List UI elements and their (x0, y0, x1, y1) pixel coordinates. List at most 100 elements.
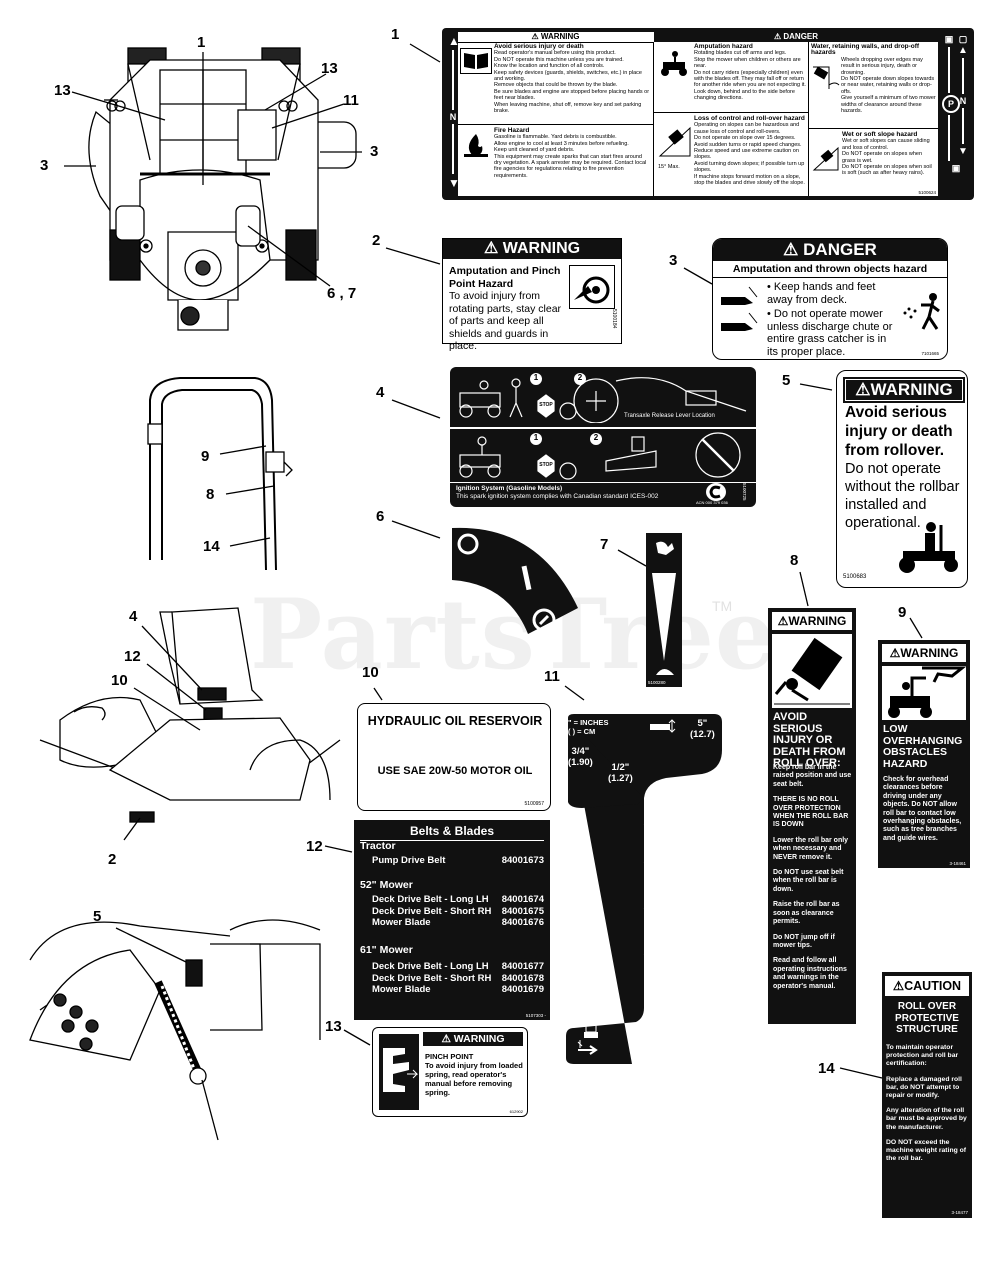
callout-12-decal: 12 (306, 838, 323, 855)
decal-9-body: Check for overhead clearances before dri… (883, 776, 962, 842)
decal-8-paragraph: Read and follow all operating instructio… (773, 957, 847, 990)
decal-7-throttle-strip: 5100280 (646, 533, 682, 687)
decal-13-header: ⚠ WARNING (423, 1032, 523, 1046)
callout-1-decal: 1 (391, 26, 400, 43)
water-item: Give yourself a minimum of two mower wid… (841, 95, 936, 115)
height-2: 2"(5.1) (650, 934, 670, 956)
callout-2-decal: 2 (372, 232, 381, 249)
mower-front-view-illustration (88, 47, 357, 331)
avoid-item: Keep safety devices (guards, shields, sw… (494, 69, 642, 83)
decal-5-header: ⚠WARNING (843, 377, 965, 403)
decal-14-part-number: 3-18477 (951, 1210, 968, 1215)
c-tick-logo (706, 483, 726, 501)
decal-8-paragraph: Lower the roll bar only when necessary a… (773, 836, 849, 861)
decal-2-body: To avoid injury from rotating parts, sta… (449, 290, 562, 352)
amputation-item: Look down, behind and to the side before… (694, 88, 795, 102)
decal-1-amputation-block: Amputation hazard Rotating blades cut of… (694, 43, 806, 102)
decal-3-list: • Keep hands and feet away from deck. • … (767, 281, 897, 358)
amputation-item: Do not carry riders (especially children… (694, 69, 806, 89)
thrown-object-person-icon (899, 289, 945, 335)
belt-pinch-icon (569, 265, 615, 309)
wet-slope-icon (812, 140, 840, 172)
water-item: Do NOT operate down slopes towards or ne… (841, 76, 935, 95)
decal-13-part-number: 612902 (509, 1109, 523, 1114)
decal-4-transaxle-release: 1 2 STOP Transaxle Release Lever Locatio… (450, 367, 756, 507)
loss-item: Avoid sudden turns or rapid speed change… (694, 141, 802, 148)
height-1-2: 1/2"(1.27) (608, 762, 633, 784)
decal-5-text: Avoid serious injury or death from rollo… (845, 403, 965, 532)
callout-12-operator: 12 (124, 648, 141, 665)
callout-3-top-view-right: 3 (370, 143, 379, 160)
fire-lead: Gasoline is flammable. Yard debris is co… (494, 134, 617, 141)
decal-3-danger-thrown-objects: ⚠ DANGER Amputation and thrown objects h… (712, 238, 948, 360)
callout-1-top-view: 1 (197, 34, 206, 51)
release-lever-label: Transaxle Release Lever Location (624, 413, 715, 419)
step-1b-badge: 1 (533, 433, 539, 442)
avoid-item: Be sure blades and engine are stopped be… (494, 88, 650, 102)
mower-rider-icon (657, 48, 691, 78)
hand-foot-deck-icon (719, 283, 759, 347)
mower-52-heading: 52" Mower (360, 879, 413, 891)
decal-14-paragraph: DO NOT exceed the machine weight rating … (886, 1138, 967, 1163)
decal-14-title: ROLL OVER PROTECTIVE STRUCTURE (895, 1001, 959, 1035)
stop-sign-text-b: STOP (539, 462, 553, 468)
decal-10-part-number: 5100957 (524, 801, 544, 807)
decal-1-avoid-block: Avoid serious injury or death Read opera… (494, 43, 650, 114)
amputation-title: Amputation hazard (694, 43, 753, 50)
decal-10-hydraulic-oil: HYDRAULIC OIL RESERVOIR USE SAE 20W-50 M… (357, 703, 551, 811)
wet-lead: Wet or soft slopes can cause sliding and… (842, 138, 930, 151)
decal-14-body: To maintain operator protection and roll… (886, 1044, 970, 1163)
decal-10-title: HYDRAULIC OIL RESERVOIR (367, 714, 543, 728)
lock-icon-bottom: ▣ (951, 163, 961, 173)
decal-8-body: Keep roll bar in the raised position and… (773, 764, 853, 991)
decal-7-part-number: 5100280 (648, 680, 666, 685)
step-2b-badge: 2 (593, 433, 599, 442)
amputation-lead: Rotating blades cut off arms and legs. (694, 50, 787, 57)
drop-off-icon (811, 57, 841, 91)
decal-1-inner: ⚠ WARNING ⚠ DANGER Avoid serious injury … (458, 32, 938, 196)
callout-5-decal: 5 (782, 372, 791, 389)
height-4: 4"(10.2) (648, 820, 673, 842)
decal-1-water-block: Water, retaining walls, and drop-off haz… (811, 43, 936, 115)
operator-area-illustration (39, 607, 341, 823)
decal-11-cut-height-scale: " = INCHES ( ) = CM 5"(12.7) 3/4"(1.90) … (562, 712, 726, 1066)
water-lead: Wheels dropping over edges may result in… (841, 56, 923, 76)
fire-item: Allow engine to cool at least 3 minutes … (494, 140, 629, 147)
decal-3-part-number: 7101665 (921, 351, 939, 356)
decal-8-rollover-warning: ⚠WARNING AVOID SERIOUS INJURY OR DEATH F… (768, 608, 856, 1024)
loss-item: Avoid turning down slopes; if possible t… (694, 160, 805, 174)
spring-shock-illustration (29, 919, 321, 1141)
decal-1-left-strip: ▲ N ▼ (448, 34, 460, 190)
decal-1-wet-block: Wet or soft slope hazard Wet or soft slo… (842, 131, 936, 177)
decal-5-title: Avoid serious injury or death from rollo… (845, 404, 953, 459)
avoid-item: Read operator's manual before using this… (494, 50, 616, 57)
callout-9-rollbar: 9 (201, 448, 210, 465)
rollover-rider-icon (772, 634, 852, 708)
callout-3-top-view-left: 3 (40, 157, 49, 174)
wet-title: Wet or soft slope hazard (842, 131, 918, 138)
water-title: Water, retaining walls, and drop-off haz… (811, 43, 920, 57)
callout-14-rollbar: 14 (203, 538, 220, 555)
callout-8-decal: 8 (790, 552, 799, 569)
fire-icon (462, 132, 490, 158)
tractor-section-heading: Tractor (360, 840, 396, 852)
decal-13-text: PINCH POINT To avoid injury from loaded … (425, 1052, 523, 1097)
decal-13-pinch-point: ⚠ WARNING PINCH POINT To avoid injury fr… (372, 1027, 528, 1117)
callout-13-decal: 13 (325, 1018, 342, 1035)
decal-1-loss-block: Loss of control and roll-over hazard Ope… (694, 115, 806, 186)
avoid-item: Remove objects that could be thrown by t… (494, 82, 618, 89)
loss-title: Loss of control and roll-over hazard (694, 115, 805, 122)
callout-3-decal: 3 (669, 252, 678, 269)
decal-5-rollover-warning: ⚠WARNING Avoid serious injury or death f… (836, 370, 968, 588)
decal-8-paragraph: Raise the roll bar as soon as clearance … (773, 901, 840, 926)
amputation-item: Stop the mower when children or others a… (694, 56, 801, 70)
decal-12-part-number: 5107303 - (525, 1013, 546, 1018)
height-3: 3"(7.6) (650, 878, 670, 900)
decal-8-paragraph: Do NOT use seat belt when the roll bar i… (773, 869, 844, 893)
belts-blades-title: Belts & Blades (409, 824, 495, 838)
